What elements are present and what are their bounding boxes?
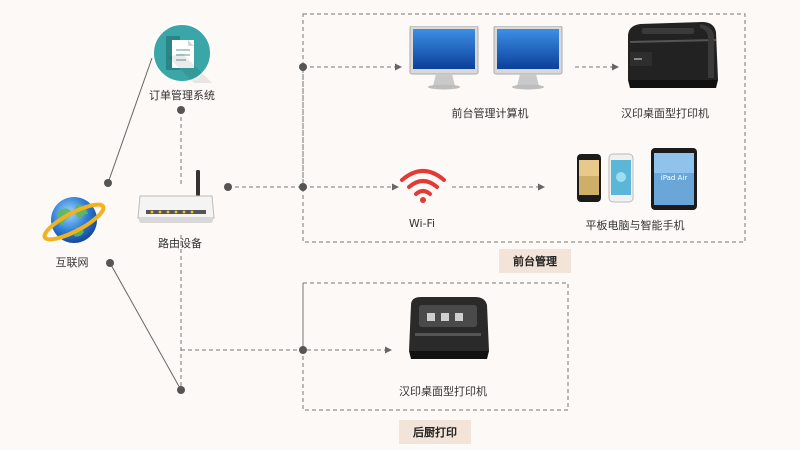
front-computers-label: 前台管理计算机 (451, 107, 529, 120)
junction-dot (224, 183, 232, 191)
internet-label: 互联网 (55, 256, 89, 269)
front-desk-group-border (302, 13, 746, 243)
front-printer-label: 汉印桌面型打印机 (621, 107, 709, 120)
monitor-icon (409, 25, 563, 90)
junction-dot (299, 63, 307, 71)
kitchen-group-tag: 后厨打印 (399, 420, 471, 444)
junction-dot (104, 179, 112, 187)
junction-dot (299, 346, 307, 354)
order-system-node[interactable] (150, 22, 214, 88)
order-system-label: 订单管理系统 (149, 89, 215, 102)
link-internet-kitchen (109, 262, 182, 391)
junction-dot (177, 386, 185, 394)
mobile-devices-label: 平板电脑与智能手机 (585, 219, 685, 232)
wifi-node[interactable] (398, 168, 448, 208)
globe-icon (42, 197, 106, 243)
front-computers-node[interactable] (408, 25, 572, 96)
kitchen-printer-label: 汉印桌面型打印机 (399, 385, 487, 398)
arrowhead-computers (395, 63, 402, 71)
document-stack-icon (152, 23, 212, 83)
wifi-label: Wi-Fi (408, 217, 436, 230)
mobile-devices-node[interactable]: iPad Air (575, 146, 701, 220)
router-icon (137, 170, 215, 223)
front-desk-group-tag: 前台管理 (499, 249, 571, 273)
router-label: 路由设备 (158, 237, 202, 250)
junction-dot (106, 259, 114, 267)
router-node[interactable] (136, 170, 216, 230)
front-printer-node[interactable] (620, 22, 720, 94)
tablet-phone-icon: iPad Air (577, 148, 697, 210)
printer-icon (409, 297, 489, 359)
junction-dot (299, 183, 307, 191)
arrowhead-wifi (392, 183, 399, 191)
arrowhead-kitchen-printer (385, 346, 392, 354)
kitchen-printer-node[interactable] (405, 295, 491, 365)
wifi-icon (400, 169, 446, 203)
arrowhead-front-printer (612, 63, 619, 71)
tablet-brand-text: iPad Air (661, 174, 688, 182)
arrowhead-mobile (538, 183, 545, 191)
junction-dot (177, 106, 185, 114)
printer-icon (628, 22, 718, 88)
link-internet-order (107, 57, 153, 184)
internet-node[interactable] (40, 190, 108, 254)
